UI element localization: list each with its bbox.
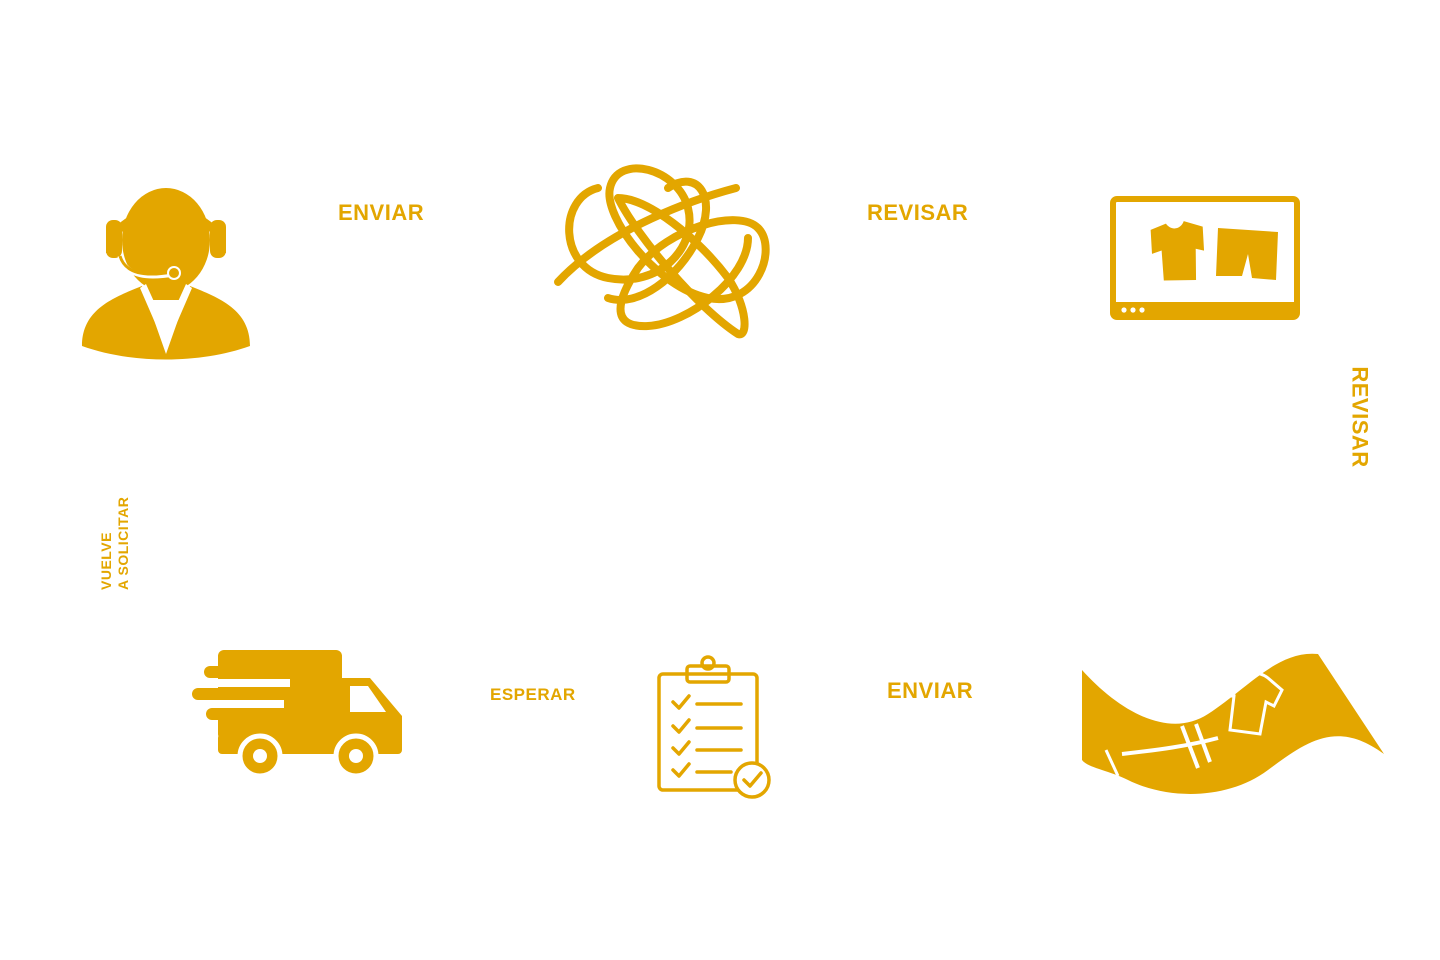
label-revisar-top: REVISAR — [867, 200, 969, 225]
hand-holding-shirt-banner-icon — [1082, 653, 1384, 794]
label-enviar-top: ENVIAR — [338, 200, 425, 225]
label-vuelve-line2: A SOLICITAR — [115, 496, 131, 590]
tangled-scribble-icon — [554, 164, 770, 339]
label-revisar-right: REVISAR — [1347, 366, 1373, 468]
label-esperar: ESPERAR — [490, 685, 576, 704]
customer-support-headset-icon — [82, 188, 250, 360]
online-clothing-screen-icon — [1110, 196, 1300, 320]
checklist-clipboard-icon — [657, 655, 771, 799]
label-vuelve-a-solicitar: VUELVE A SOLICITAR — [98, 470, 132, 590]
delivery-truck-icon — [192, 650, 402, 778]
label-enviar-bottom: ENVIAR — [887, 678, 974, 703]
label-vuelve-line1: VUELVE — [98, 532, 114, 590]
